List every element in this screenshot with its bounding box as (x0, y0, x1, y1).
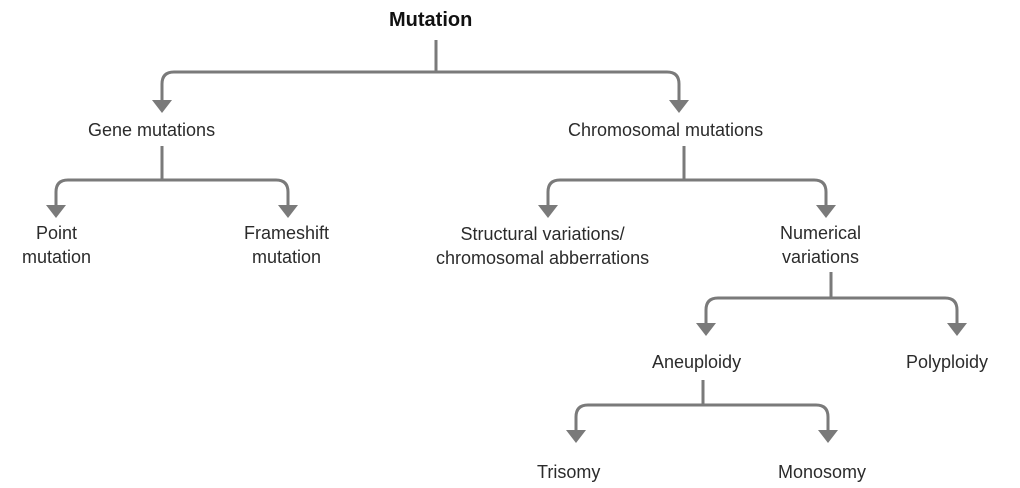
node-aneuploidy: Aneuploidy (652, 352, 742, 372)
node-structural-variations-line1: Structural variations/ (460, 224, 625, 244)
arrow-to-frameshift-mutation (278, 205, 298, 218)
node-numerical-variations-line2: variations (781, 247, 860, 267)
arrow-to-polyploidy (947, 323, 967, 336)
node-frameshift-mutation: Frameshift mutation (244, 221, 329, 269)
arrow-to-structural-variations (538, 205, 558, 218)
node-structural-variations-line2: chromosomal abberrations (436, 248, 650, 268)
edge-gene-branches (46, 146, 298, 218)
arrow-to-aneuploidy (696, 323, 716, 336)
node-structural-variations: Structural variations/ chromosomal abber… (436, 222, 649, 270)
node-chromosomal-mutations: Chromosomal mutations (568, 120, 764, 140)
edge-numerical-crossbar (704, 296, 959, 326)
node-numerical-variations: Numerical variations (780, 221, 861, 269)
edge-numerical-branches (696, 272, 967, 336)
edge-aneuploidy-branches (566, 380, 838, 443)
edge-mutation-branches (152, 40, 689, 113)
arrow-to-chromosomal-mutations (669, 100, 689, 113)
edge-aneuploidy-crossbar (574, 403, 830, 433)
node-numerical-variations-line1: Numerical (780, 223, 862, 243)
node-frameshift-mutation-line1: Frameshift (244, 223, 330, 243)
node-trisomy: Trisomy (537, 462, 601, 482)
node-monosomy: Monosomy (778, 462, 867, 482)
arrow-to-trisomy (566, 430, 586, 443)
node-point-mutation-line1: Point (36, 223, 78, 243)
node-point-mutation: Point mutation (22, 221, 91, 269)
edge-gene-crossbar (54, 178, 290, 208)
arrow-to-numerical-variations (816, 205, 836, 218)
node-frameshift-mutation-line2: mutation (251, 247, 322, 267)
node-gene-mutations: Gene mutations (88, 120, 216, 140)
node-point-mutation-line2: mutation (22, 247, 92, 267)
edge-chromosomal-branches (538, 146, 836, 218)
node-polyploidy: Polyploidy (906, 352, 989, 372)
node-mutation: Mutation (389, 9, 473, 31)
arrow-to-gene-mutations (152, 100, 172, 113)
edge-mutation-crossbar (160, 70, 681, 104)
edge-chromosomal-crossbar (546, 178, 828, 208)
arrow-to-monosomy (818, 430, 838, 443)
arrow-to-point-mutation (46, 205, 66, 218)
